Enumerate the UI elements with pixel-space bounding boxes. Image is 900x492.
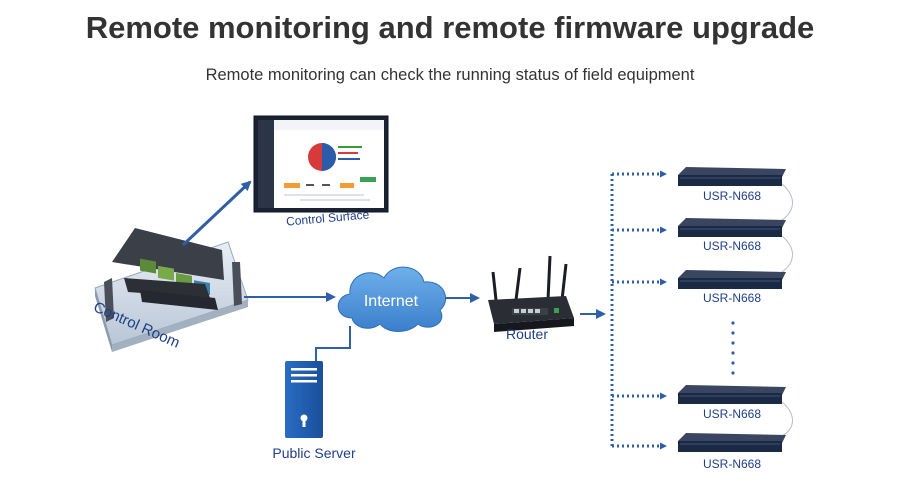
device-unit bbox=[678, 433, 786, 452]
room-to-surface-arrow bbox=[181, 180, 252, 247]
device-unit bbox=[678, 270, 786, 289]
device-label: USR-N668 bbox=[703, 189, 761, 203]
control-room-illustration bbox=[94, 228, 249, 352]
device-unit bbox=[678, 218, 786, 237]
distribution-bus bbox=[610, 170, 667, 450]
device-label: USR-N668 bbox=[703, 239, 761, 253]
public-server-label: Public Server bbox=[272, 445, 356, 461]
page-subtitle: Remote monitoring can check the running … bbox=[205, 66, 695, 84]
device-label: USR-N668 bbox=[703, 457, 761, 471]
internet-label: Internet bbox=[364, 293, 419, 310]
internet-cloud bbox=[337, 266, 446, 332]
device-unit bbox=[678, 385, 786, 404]
server-to-internet-line bbox=[315, 326, 351, 372]
router-icon bbox=[488, 255, 574, 332]
device-label: USR-N668 bbox=[703, 291, 761, 305]
device-label: USR-N668 bbox=[703, 407, 761, 421]
more-devices-ellipsis bbox=[731, 321, 735, 375]
server-icon bbox=[285, 361, 323, 438]
router-label: Router bbox=[506, 326, 548, 342]
page-title: Remote monitoring and remote firmware up… bbox=[85, 10, 815, 45]
control-surface-screen bbox=[253, 115, 389, 213]
device-cables bbox=[781, 183, 793, 437]
device-unit bbox=[678, 167, 786, 186]
